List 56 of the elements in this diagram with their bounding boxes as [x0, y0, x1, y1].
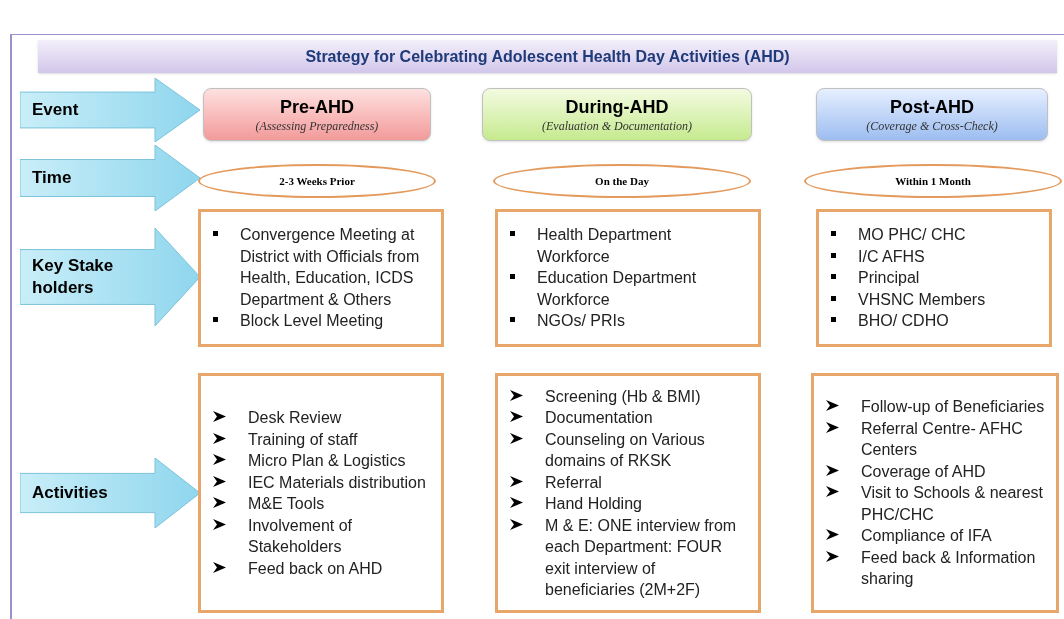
row-label: Key Stake holders — [32, 255, 115, 299]
list-item: Hand Holding — [545, 494, 642, 514]
arrow-shape — [20, 458, 200, 528]
list-item: IEC Materials distribution — [248, 472, 426, 493]
list-item: Health Department Workforce — [537, 225, 673, 267]
list-item: Training of staff — [248, 429, 358, 450]
list-item: Involvement of Stakeholders — [248, 515, 354, 557]
list-item: M&E Tools — [248, 494, 325, 514]
list-item: Referral — [545, 472, 602, 493]
phase-subtitle: (Evaluation & Documentation) — [542, 117, 692, 134]
list-item: Follow-up of Beneficiaries — [861, 397, 1045, 418]
list-item: Compliance of IFA — [861, 526, 992, 547]
list-item: Micro Plan & Logistics — [248, 451, 406, 471]
phase-subtitle: (Assessing Preparedness) — [255, 117, 379, 134]
list-item: NGOs/ PRIs — [537, 311, 625, 332]
phase-subtitle: (Coverage & Cross-Check) — [866, 117, 998, 134]
list-box — [816, 209, 1052, 347]
list-item: VHSNC Members — [858, 289, 986, 310]
arrow-shape — [20, 228, 200, 326]
list-item: Screening (Hb & BMI) — [545, 386, 701, 407]
list-box — [198, 373, 444, 613]
list-item: Referral Centre- AFHC Centers — [861, 418, 1024, 461]
arrow-shape — [20, 145, 200, 211]
time-label: On the Day — [595, 173, 649, 189]
list-item: Desk Review — [248, 408, 342, 428]
list-item: Counseling on Various domains of RKSK — [545, 429, 706, 471]
list-box — [811, 373, 1059, 613]
list-item: Documentation — [545, 408, 653, 428]
list-item: Education Department Workforce — [537, 268, 698, 310]
phase-box — [482, 88, 752, 141]
list-item: M & E: ONE interview from each Department: FOUR exit interview of beneficiaries (2M+2F) — [545, 515, 738, 600]
phase-heading: During-AHD — [565, 95, 669, 118]
list-item: I/C AFHS — [858, 246, 925, 267]
time-label: Within 1 Month — [895, 173, 971, 189]
row-label: Event — [32, 99, 80, 121]
title: Strategy for Celebrating Adolescent Health Day Activities (AHD) — [305, 46, 790, 67]
list-item: Coverage of AHD — [861, 461, 986, 482]
row-label: Time — [32, 167, 73, 189]
phase-box — [816, 88, 1048, 141]
list-item: Visit to Schools & nearest PHC/CHC — [861, 483, 1045, 525]
phase-heading: Post-AHD — [890, 95, 974, 118]
arrow-shape — [20, 78, 200, 142]
phase-heading: Pre-AHD — [280, 95, 354, 118]
list-box — [495, 373, 761, 613]
list-item: Principal — [858, 268, 920, 289]
list-item: Block Level Meeting — [240, 311, 384, 332]
row-label: Activities — [32, 482, 109, 504]
time-label: 2-3 Weeks Prior — [279, 173, 355, 189]
list-box — [495, 209, 761, 347]
list-item: BHO/ CDHO — [858, 311, 949, 332]
list-item: Convergence Meeting at District with Officials from Health, Education, ICDS Department & Others — [240, 225, 421, 310]
list-item: Feed back & Information sharing — [861, 547, 1037, 590]
list-box — [198, 209, 444, 347]
list-item: MO PHC/ CHC — [858, 225, 966, 246]
phase-box — [203, 88, 431, 141]
list-item: Feed back on AHD — [248, 558, 383, 579]
